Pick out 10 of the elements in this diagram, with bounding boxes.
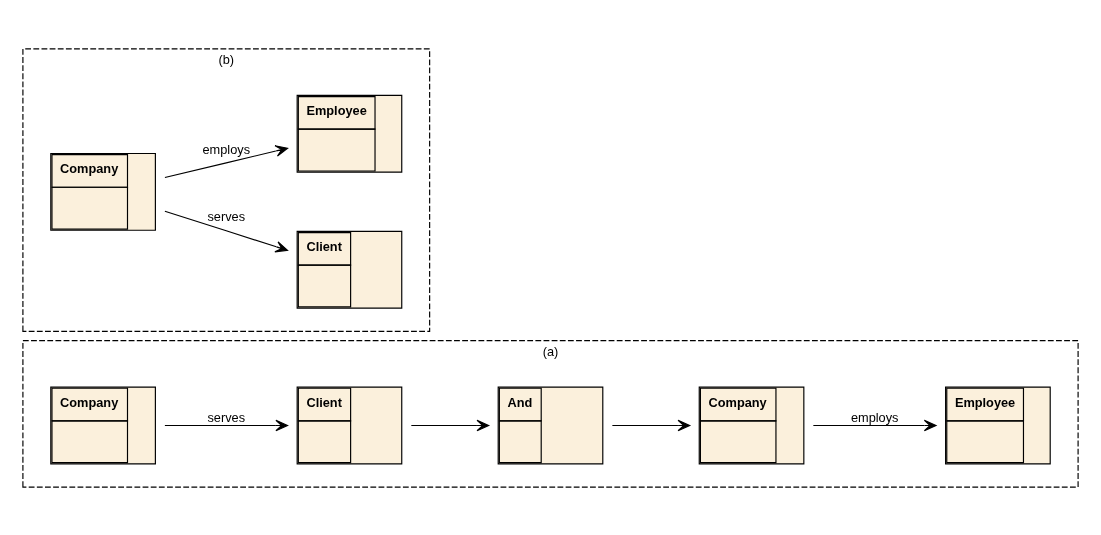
arrow [164,144,289,178]
edge-label: employs [850,409,899,425]
edge-label: serves [207,208,246,224]
edge-label: employs [202,141,251,157]
arrow [164,210,289,252]
arrow [164,419,289,431]
arrow [812,419,937,431]
edge-label: serves [207,409,246,425]
arrow [611,419,691,431]
arrow [410,419,490,431]
